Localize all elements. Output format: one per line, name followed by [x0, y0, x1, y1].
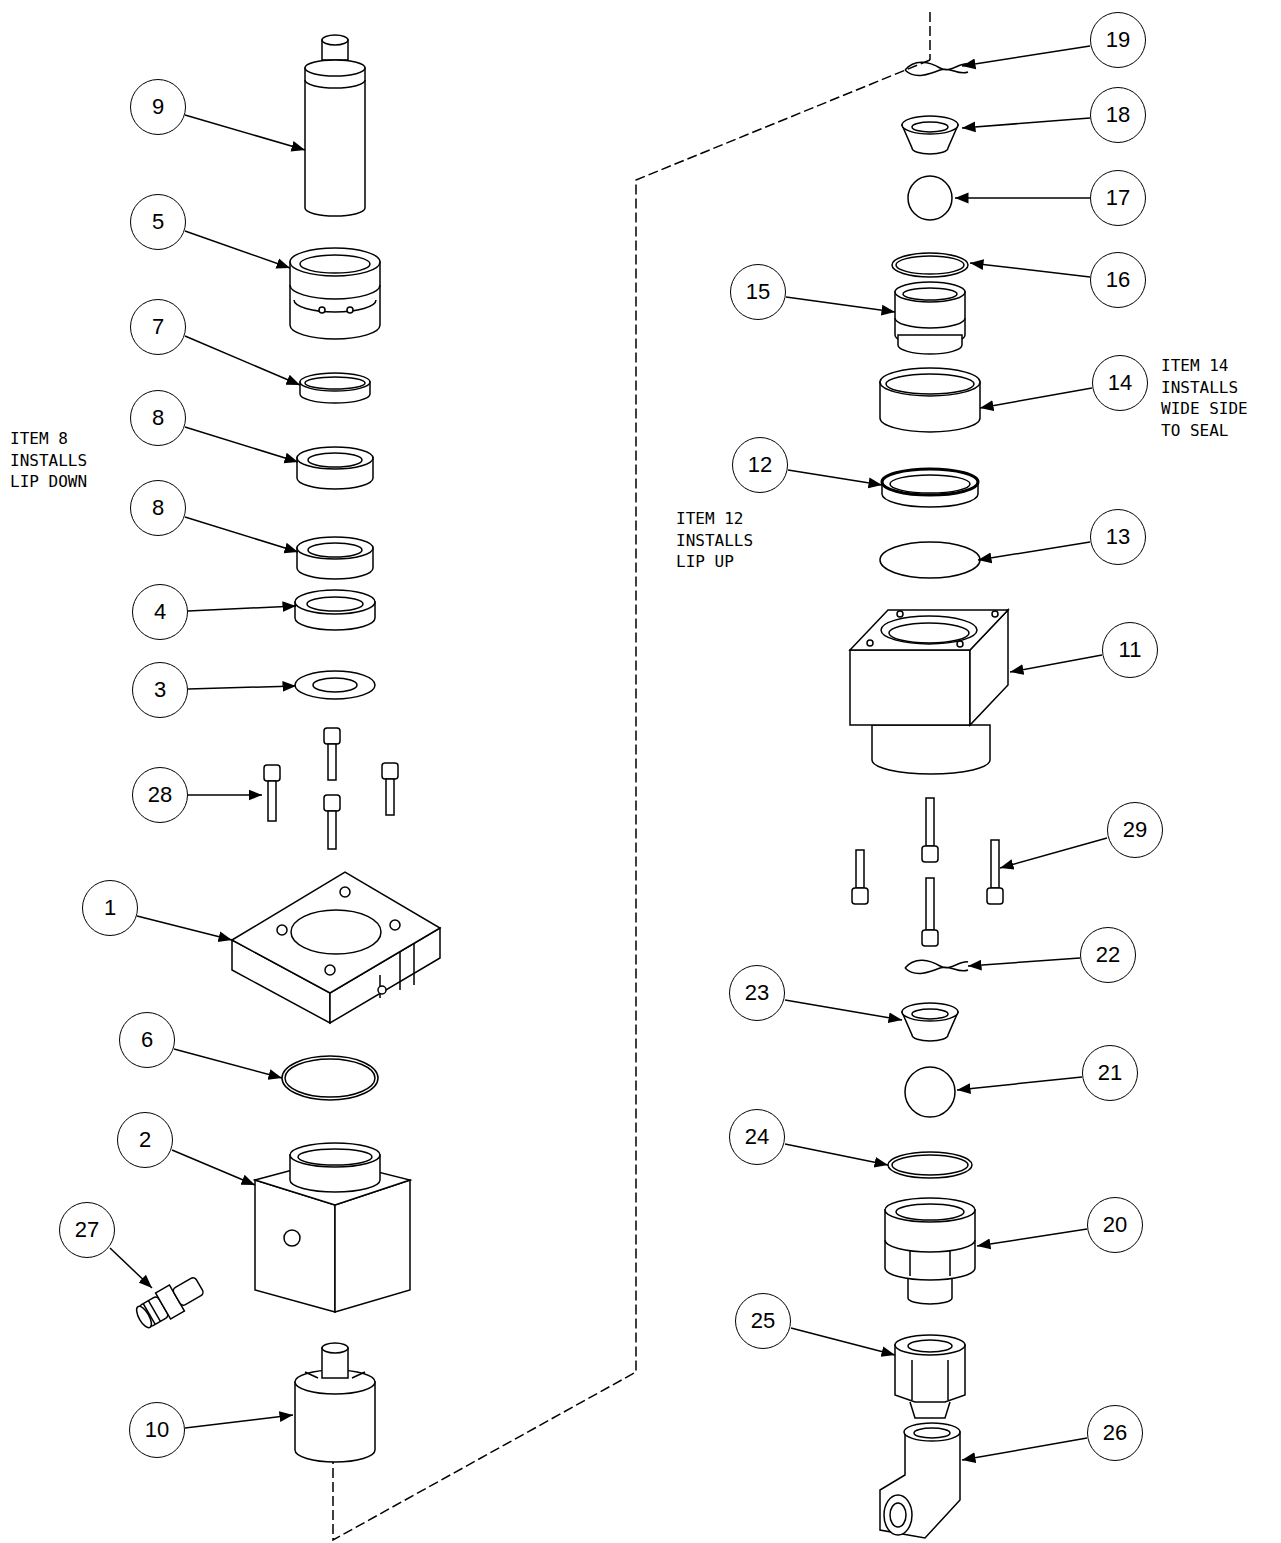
callout-number: 4 — [154, 599, 166, 625]
note-text: ITEM 12 INSTALLS LIP UP — [676, 508, 776, 573]
callout-circle: 28 — [132, 767, 188, 823]
callout-number: 18 — [1106, 102, 1130, 128]
callout-circle: 3 — [132, 662, 188, 718]
note-text: ITEM 8 INSTALLS LIP DOWN — [10, 428, 110, 493]
callout-circle: 19 — [1090, 12, 1146, 68]
callout-number: 10 — [145, 1417, 169, 1443]
callout-circle: 25 — [735, 1293, 791, 1349]
note-text: ITEM 14 INSTALLS WIDE SIDE TO SEAL — [1161, 355, 1273, 441]
callout-circle: 9 — [130, 79, 186, 135]
callout-circle: 23 — [729, 965, 785, 1021]
callout-number: 8 — [152, 405, 164, 431]
callout-number: 19 — [1106, 27, 1130, 53]
callout-number: 25 — [751, 1308, 775, 1334]
callout-circle: 10 — [129, 1402, 185, 1458]
callout-number: 2 — [139, 1127, 151, 1153]
callout-circle: 8 — [130, 480, 186, 536]
callout-number: 3 — [154, 677, 166, 703]
callout-circle: 8 — [130, 390, 186, 446]
callout-number: 24 — [745, 1124, 769, 1150]
callout-number: 20 — [1103, 1212, 1127, 1238]
callout-number: 8 — [152, 495, 164, 521]
callout-circle: 21 — [1082, 1045, 1138, 1101]
callout-circle: 29 — [1107, 802, 1163, 858]
callout-circle: 13 — [1090, 509, 1146, 565]
callout-number: 13 — [1106, 524, 1130, 550]
callout-circle: 1 — [82, 880, 138, 936]
callout-number: 27 — [75, 1217, 99, 1243]
callout-circle: 26 — [1087, 1405, 1143, 1461]
callout-circle: 7 — [130, 299, 186, 355]
callout-number: 14 — [1108, 370, 1132, 396]
callout-number: 9 — [152, 94, 164, 120]
callout-circle: 14 — [1092, 355, 1148, 411]
callout-circle: 27 — [59, 1202, 115, 1258]
callout-circle: 12 — [732, 437, 788, 493]
callout-number: 22 — [1096, 942, 1120, 968]
callout-circle: 18 — [1090, 87, 1146, 143]
callout-number: 12 — [748, 452, 772, 478]
callout-circle: 5 — [130, 194, 186, 250]
callout-number: 29 — [1123, 817, 1147, 843]
callout-number: 17 — [1106, 185, 1130, 211]
callout-number: 15 — [746, 279, 770, 305]
callout-number: 26 — [1103, 1420, 1127, 1446]
callout-circle: 24 — [729, 1109, 785, 1165]
callout-circle: 6 — [119, 1012, 175, 1068]
callout-number: 6 — [141, 1027, 153, 1053]
callout-circle: 11 — [1102, 622, 1158, 678]
callout-number: 5 — [152, 209, 164, 235]
callout-number: 28 — [148, 782, 172, 808]
callout-number: 7 — [152, 314, 164, 340]
callout-number: 16 — [1106, 267, 1130, 293]
callout-number: 21 — [1098, 1060, 1122, 1086]
callout-circle: 17 — [1090, 170, 1146, 226]
callout-number: 11 — [1119, 637, 1142, 663]
callout-circle: 4 — [132, 584, 188, 640]
callout-number: 23 — [745, 980, 769, 1006]
callout-circle: 2 — [117, 1112, 173, 1168]
callout-circle: 16 — [1090, 252, 1146, 308]
callout-circle: 15 — [730, 264, 786, 320]
callout-circle: 20 — [1087, 1197, 1143, 1253]
callout-number: 1 — [104, 895, 116, 921]
callout-circle: 22 — [1080, 927, 1136, 983]
